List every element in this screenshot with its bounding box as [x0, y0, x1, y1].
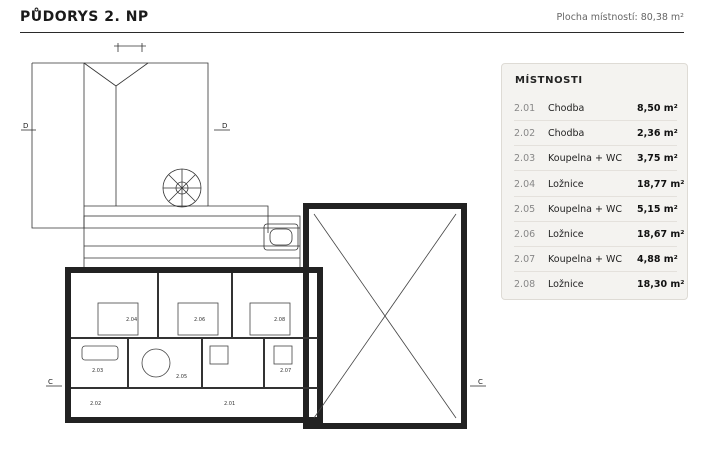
room-label: 2.03	[92, 368, 103, 374]
room-area: 5,15 m²	[637, 203, 678, 215]
shower	[273, 345, 293, 365]
section-mark: C	[48, 378, 53, 386]
room-number: 2.07	[514, 254, 536, 266]
room-number: 2.02	[514, 128, 536, 140]
room-label: 2.08	[274, 317, 285, 323]
room-label: 2.04	[126, 317, 137, 323]
bathtub	[81, 345, 119, 361]
room-row: 2.02 Chodba 2,36 m²	[502, 121, 687, 147]
room-label: 2.05	[176, 374, 187, 380]
bed	[177, 302, 219, 336]
room-row: 2.03 Koupelna + WC 3,75 m²	[502, 146, 687, 172]
stair	[141, 348, 171, 378]
room-row: 2.04 Ložnice 18,77 m²	[502, 172, 687, 197]
bed	[97, 302, 139, 336]
room-number: 2.08	[514, 279, 536, 291]
room-number: 2.03	[514, 153, 536, 165]
bed	[249, 302, 291, 336]
terrace-outline	[31, 62, 269, 233]
room-area: 18,67 m²	[637, 229, 685, 240]
room-row: 2.06 Ložnice 18,67 m²	[502, 222, 687, 247]
room-row: 2.07 Koupelna + WC 4,88 m²	[502, 247, 687, 273]
panel-title: MÍSTNOSTI	[515, 75, 583, 86]
page-title: PŮDORYS 2. NP	[20, 9, 149, 25]
row-divider	[514, 170, 677, 172]
area-summary: Plocha místností: 80,38 m²	[556, 12, 684, 23]
room-name: Koupelna + WC	[548, 153, 622, 165]
room-name: Chodba	[548, 128, 585, 140]
shower	[209, 345, 229, 365]
house-outer-wall	[65, 267, 323, 423]
room-area: 8,50 m²	[637, 103, 678, 114]
row-divider	[514, 195, 677, 197]
row-divider	[514, 246, 677, 247]
section-mark: D	[222, 122, 227, 130]
terrace-line	[115, 62, 149, 87]
row-divider	[514, 145, 677, 147]
room-name: Koupelna + WC	[548, 203, 622, 215]
room-number: 2.05	[514, 203, 536, 215]
room-row: 2.01 Chodba 8,50 m²	[502, 96, 687, 121]
room-number: 2.01	[514, 103, 536, 114]
page-header: PŮDORYS 2. NP Plocha místností: 80,38 m²	[20, 0, 684, 33]
room-name: Chodba	[548, 103, 585, 114]
garage-outer-wall	[303, 203, 467, 429]
room-area: 2,36 m²	[637, 128, 678, 140]
room-name: Ložnice	[548, 178, 584, 190]
room-label: 2.02	[90, 401, 101, 407]
room-area: 4,88 m²	[637, 254, 678, 266]
room-name: Ložnice	[548, 229, 584, 240]
room-label: 2.07	[280, 368, 291, 374]
garage-diagonal	[313, 213, 457, 419]
section-mark: C	[478, 378, 483, 386]
room-name: Ložnice	[548, 279, 584, 291]
row-divider	[514, 271, 677, 273]
room-name: Koupelna + WC	[548, 254, 622, 266]
room-area: 18,77 m²	[637, 178, 685, 190]
jacuzzi	[263, 223, 299, 251]
room-area: 3,75 m²	[637, 153, 678, 165]
row-divider	[514, 120, 677, 121]
row-divider	[514, 220, 677, 222]
room-row: 2.08 Ložnice 18,30 m²	[502, 272, 687, 297]
room-number: 2.06	[514, 229, 536, 240]
room-label: 2.01	[224, 401, 235, 407]
section-mark: D	[23, 122, 28, 130]
room-number: 2.04	[514, 178, 536, 190]
floor-plan-drawing: D D C C 2.04 2.06 2.08 2.03 2.05 2.07 2.…	[21, 43, 486, 429]
room-label: 2.06	[194, 317, 205, 323]
room-row: 2.05 Koupelna + WC 5,15 m²	[502, 197, 687, 222]
terrace-line	[83, 62, 117, 87]
room-area: 18,30 m²	[637, 279, 685, 291]
